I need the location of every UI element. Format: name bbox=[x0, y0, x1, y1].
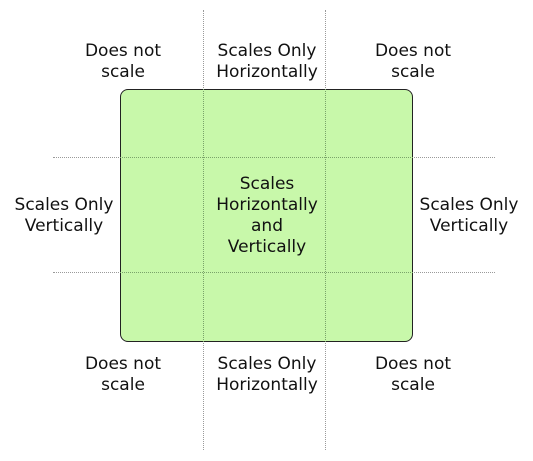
top-center-label: Scales Only Horizontally bbox=[216, 41, 318, 82]
panel-bottom-guide bbox=[120, 272, 413, 273]
top-right-label: Does not scale bbox=[374, 41, 452, 82]
panel-right-guide bbox=[325, 89, 326, 342]
top-left-label: Does not scale bbox=[84, 41, 162, 82]
middle-left-label: Scales Only Vertically bbox=[14, 195, 114, 236]
scalable-panel bbox=[120, 89, 413, 342]
bottom-left-label: Does not scale bbox=[84, 354, 162, 395]
center-label: Scales Horizontally and Vertically bbox=[216, 174, 318, 257]
bottom-center-label: Scales Only Horizontally bbox=[216, 354, 318, 395]
panel-top-guide bbox=[120, 157, 413, 158]
panel-left-guide bbox=[203, 89, 204, 342]
middle-right-label: Scales Only Vertically bbox=[419, 195, 519, 236]
bottom-right-label: Does not scale bbox=[374, 354, 452, 395]
